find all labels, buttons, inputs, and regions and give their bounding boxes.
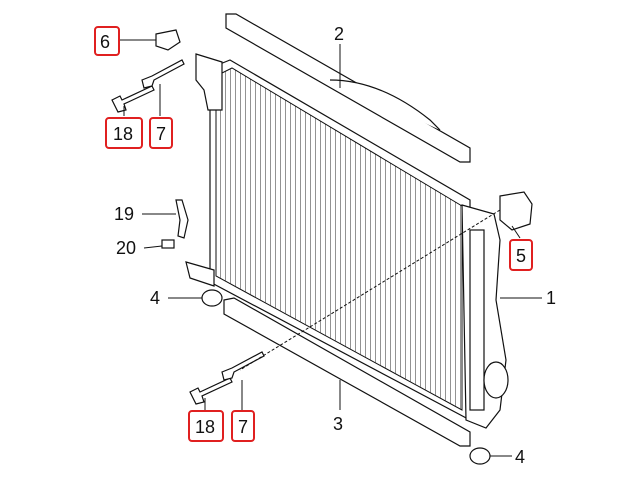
clip-6: [155, 29, 181, 51]
pin-7-top: [141, 59, 185, 89]
screw-20: [161, 239, 175, 249]
bottom-seal-bar: [223, 297, 471, 447]
svg-text:6: 6: [100, 32, 110, 52]
bracket-19: [175, 199, 189, 239]
svg-text:4: 4: [515, 447, 525, 467]
callout-4-left[interactable]: 4: [150, 288, 160, 308]
callout-18-bottom[interactable]: 18: [188, 410, 224, 442]
svg-text:18: 18: [195, 417, 215, 437]
grommet-4-left: [201, 289, 223, 307]
bolt-18-bottom: [189, 377, 233, 405]
bracket-5: [499, 191, 533, 231]
callout-2[interactable]: 2: [334, 24, 344, 44]
svg-text:7: 7: [156, 124, 166, 144]
callout-5[interactable]: 5: [509, 239, 533, 271]
callout-4-right[interactable]: 4: [515, 447, 525, 467]
bolt-18-top: [111, 85, 155, 113]
svg-text:4: 4: [150, 288, 160, 308]
svg-text:2: 2: [334, 24, 344, 44]
svg-text:18: 18: [113, 124, 133, 144]
svg-text:3: 3: [333, 414, 343, 434]
svg-text:1: 1: [546, 288, 556, 308]
svg-text:19: 19: [114, 204, 134, 224]
radiator: [185, 53, 509, 429]
grommet-4-right: [469, 447, 491, 465]
callout-19[interactable]: 19: [114, 204, 134, 224]
callout-6[interactable]: 6: [94, 26, 120, 56]
svg-text:20: 20: [116, 238, 136, 258]
callout-3[interactable]: 3: [333, 414, 343, 434]
callout-18-top[interactable]: 18: [105, 117, 143, 149]
pin-7-bottom: [221, 351, 265, 381]
callout-7-top[interactable]: 7: [149, 117, 173, 149]
callout-20[interactable]: 20: [116, 238, 136, 258]
svg-text:7: 7: [238, 417, 248, 437]
svg-text:5: 5: [516, 246, 526, 266]
callout-7-bottom[interactable]: 7: [231, 410, 255, 442]
callout-1[interactable]: 1: [546, 288, 556, 308]
